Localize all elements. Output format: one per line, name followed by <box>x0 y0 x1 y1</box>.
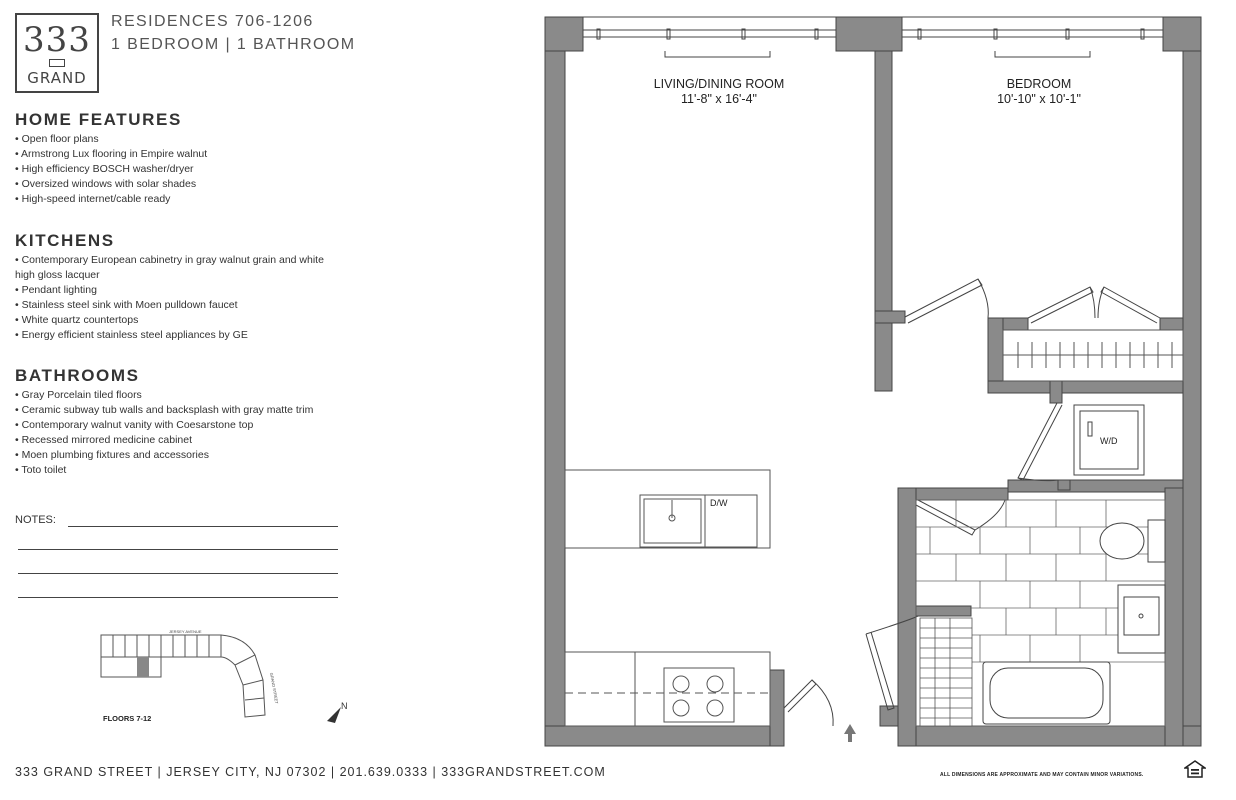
living-room-name: LIVING/DINING ROOM <box>654 77 785 91</box>
kitchens-section: KITCHENS Contemporary European cabinetry… <box>15 231 335 343</box>
north-arrow-icon <box>327 707 341 723</box>
entry-arrow-icon <box>844 724 856 742</box>
list-item: Ceramic subway tub walls and backsplash … <box>15 403 335 418</box>
key-plan: JERSEY AVENUE GRAND STREET FLOORS 7-12 N <box>100 629 348 723</box>
list-item: White quartz countertops <box>15 313 335 328</box>
unit-title: RESIDENCES 706-1206 1 BEDROOM | 1 BATHRO… <box>111 10 355 56</box>
logo-number: 333 <box>23 20 91 60</box>
list-item: High efficiency BOSCH washer/dryer <box>15 162 335 177</box>
list-item: Oversized windows with solar shades <box>15 177 335 192</box>
list-item: Armstrong Lux flooring in Empire walnut <box>15 147 335 162</box>
list-item: Stainless steel sink with Moen pulldown … <box>15 298 335 313</box>
north-label: N <box>341 701 348 711</box>
washer-dryer-label: W/D <box>1100 436 1118 446</box>
home-features-heading: HOME FEATURES <box>15 110 182 129</box>
bedroom-name: BEDROOM <box>1007 77 1072 91</box>
list-item: Moen plumbing fixtures and accessories <box>15 448 335 463</box>
list-item: Contemporary European cabinetry in gray … <box>15 253 335 283</box>
list-item: Gray Porcelain tiled floors <box>15 388 335 403</box>
list-item: Energy efficient stainless steel applian… <box>15 328 335 343</box>
list-item: Toto toilet <box>15 463 335 478</box>
notes-line <box>18 573 338 574</box>
brand-logo: 333 GRAND <box>15 13 99 93</box>
logo-word: GRAND <box>27 69 87 87</box>
bedroom-dims: 10'-10" x 10'-1" <box>997 92 1081 106</box>
bathrooms-section: BATHROOMS Gray Porcelain tiled floors Ce… <box>15 366 335 478</box>
home-features-section: HOME FEATURES Open floor plans Armstrong… <box>15 110 335 207</box>
list-item: Pendant lighting <box>15 283 335 298</box>
notes-line <box>68 526 338 527</box>
list-item: Contemporary walnut vanity with Coesarst… <box>15 418 335 433</box>
floor-plan: LIVING/DINING ROOM 11'-8" x 16'-4" BEDRO… <box>544 16 1202 747</box>
street-right-label: GRAND STREET <box>269 672 279 704</box>
street-top-label: JERSEY AVENUE <box>169 629 202 634</box>
list-item: Recessed mirrored medicine cabinet <box>15 433 335 448</box>
bathrooms-heading: BATHROOMS <box>15 366 140 385</box>
kitchens-heading: KITCHENS <box>15 231 115 250</box>
dishwasher-label: D/W <box>710 498 728 508</box>
living-room-dims: 11'-8" x 16'-4" <box>681 92 757 106</box>
residences-label: RESIDENCES 706-1206 <box>111 13 314 30</box>
logo-mark-icon <box>49 59 65 67</box>
disclaimer-text: ALL DIMENSIONS ARE APPROXIMATE AND MAY C… <box>940 772 1144 778</box>
list-item: High-speed internet/cable ready <box>15 192 335 207</box>
list-item: Open floor plans <box>15 132 335 147</box>
unit-type-label: 1 BEDROOM | 1 BATHROOM <box>111 36 356 53</box>
notes-label: NOTES: <box>15 514 56 526</box>
notes-line <box>18 597 338 598</box>
floors-label: FLOORS 7-12 <box>103 714 151 723</box>
equal-housing-icon <box>1184 760 1206 778</box>
footer-address: 333 GRAND STREET | JERSEY CITY, NJ 07302… <box>15 765 606 779</box>
notes-line <box>18 549 338 550</box>
